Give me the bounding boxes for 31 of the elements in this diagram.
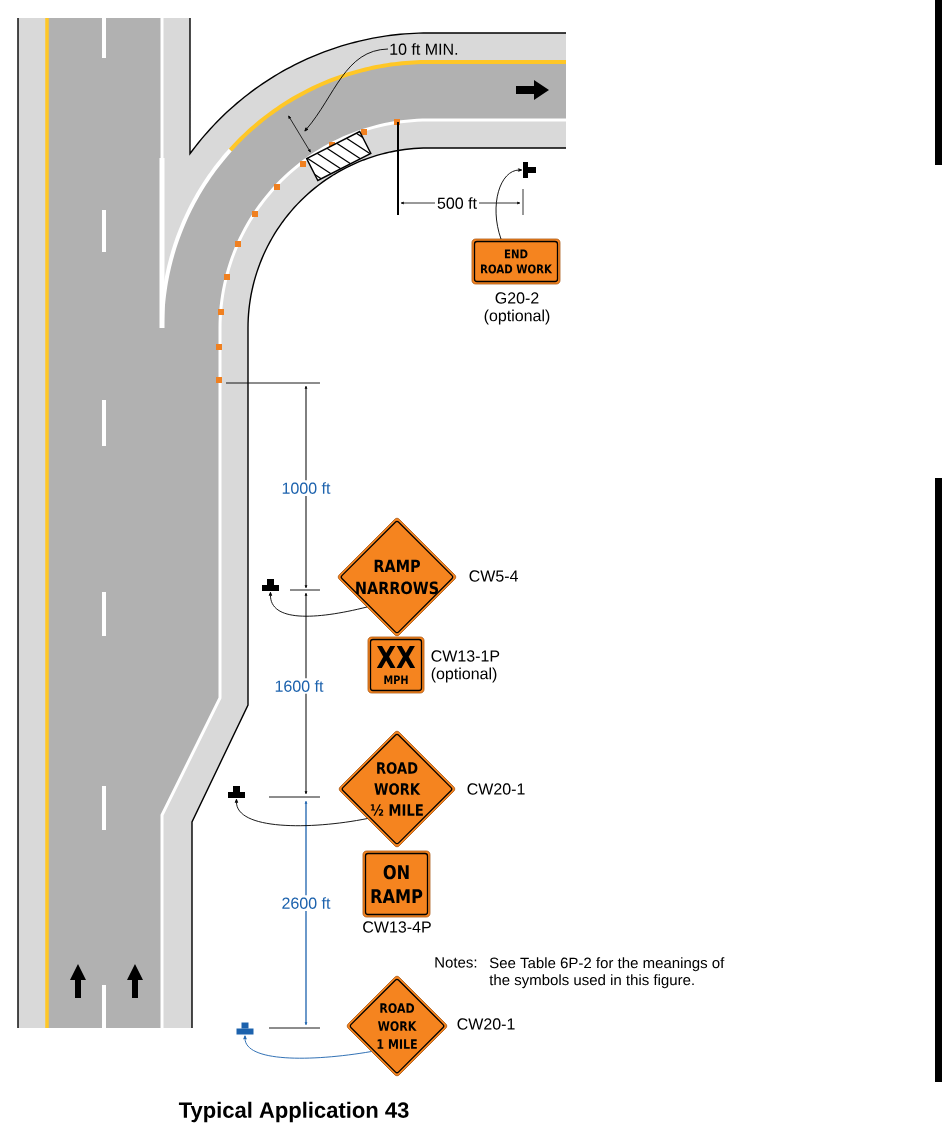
curved-arrow xyxy=(243,1035,372,1059)
road-sign: END ROAD WORK xyxy=(471,238,561,285)
sign-symbol xyxy=(236,1022,254,1035)
dimension-label: 2600 ft xyxy=(279,895,333,911)
dimension-label: 1600 ft xyxy=(272,678,326,694)
sign-code: CW20-1 xyxy=(467,783,525,795)
curved-arrow xyxy=(234,798,368,827)
dimension-label: 10 ft MIN. xyxy=(390,43,458,55)
sign-code: G20-2 xyxy=(495,292,539,304)
sign-code: CW13-4P xyxy=(363,921,431,933)
sign-symbol xyxy=(523,162,536,178)
warning-sign: ROAD WORK ½ MILE xyxy=(338,730,456,848)
sign-code: CW13-1P xyxy=(431,650,500,662)
figure-title: Typical Application 43 xyxy=(178,1101,409,1123)
sign-symbol xyxy=(262,579,279,591)
sign-plaque: XX MPH xyxy=(367,636,425,694)
warning-sign: RAMP NARROWS xyxy=(337,517,457,637)
dimension-label: 500 ft xyxy=(435,195,479,211)
curved-arrow xyxy=(495,168,523,240)
leader-line xyxy=(304,48,389,132)
optional-note: (optional) xyxy=(431,667,497,683)
sign-symbol xyxy=(228,786,245,798)
sign-code: CW20-1 xyxy=(457,1018,515,1030)
curved-arrow xyxy=(268,591,368,617)
warning-sign: ROAD WORK 1 MILE xyxy=(346,975,448,1077)
dimension-label: 1000 ft xyxy=(279,480,333,496)
note-text: See Table 6P-2 for the meanings of the symbols used in this figure. xyxy=(489,957,725,989)
sign-code: CW5-4 xyxy=(469,570,518,582)
note-heading: Notes: xyxy=(435,957,477,968)
optional-note: (optional) xyxy=(484,309,550,325)
sign-plaque: ON RAMP xyxy=(362,850,431,918)
